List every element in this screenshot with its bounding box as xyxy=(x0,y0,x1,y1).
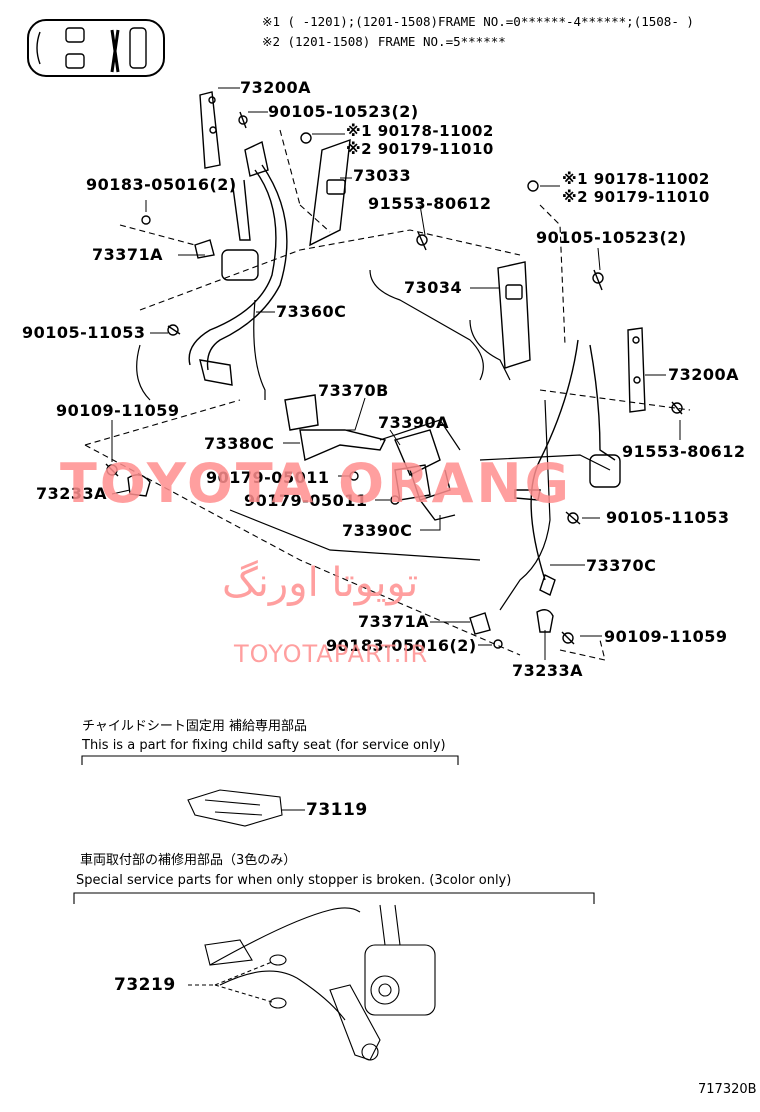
part-label-90179-11010-top[interactable]: ※2 90179-11010 xyxy=(346,140,494,158)
part-label-90109-11059-right[interactable]: 90109-11059 xyxy=(604,627,728,646)
part-label-73370b[interactable]: 73370B xyxy=(318,381,389,400)
car-top-view-icon xyxy=(27,19,165,77)
part-label-90109-11059-left[interactable]: 90109-11059 xyxy=(56,401,180,420)
part-label-90179-05011-a[interactable]: 90179-05011 xyxy=(206,468,330,487)
part-label-90179-11010-right[interactable]: ※2 90179-11010 xyxy=(562,188,710,206)
watermark-site: TOYOTAPART.IR xyxy=(234,640,429,668)
child-section-title-en: This is a part for fixing child safty se… xyxy=(82,738,446,753)
part-label-91553-80612-right[interactable]: 91553-80612 xyxy=(622,442,746,461)
part-label-90105-11053-left[interactable]: 90105-11053 xyxy=(22,323,146,342)
part-label-73390c[interactable]: 73390C xyxy=(342,521,413,540)
right-retractor xyxy=(514,327,646,596)
part-label-90105-11053-right[interactable]: 90105-11053 xyxy=(606,508,730,527)
part-label-73380c[interactable]: 73380C xyxy=(204,434,275,453)
part-label-73370c[interactable]: 73370C xyxy=(586,556,657,575)
part-label-90178-11002-top[interactable]: ※1 90178-11002 xyxy=(346,122,494,140)
part-label-90183-05016-bottom[interactable]: 90183-05016(2) xyxy=(326,636,477,655)
frame-note-2: ※2 (1201-1508) FRAME NO.=5****** xyxy=(262,34,506,49)
stopper-section-bracket xyxy=(73,892,595,1061)
stopper-section-title-en: Special service parts for when only stop… xyxy=(76,873,512,888)
part-label-73219[interactable]: 73219 xyxy=(114,975,176,995)
part-label-90105-10523-top[interactable]: 90105-10523(2) xyxy=(268,102,419,121)
part-label-73360c[interactable]: 73360C xyxy=(276,302,347,321)
pillar-covers xyxy=(309,138,531,369)
child-section-title-jp: チャイルドシート固定用 補給専用部品 xyxy=(82,719,308,734)
part-label-90178-11002-right[interactable]: ※1 90178-11002 xyxy=(562,170,710,188)
left-retractor xyxy=(188,91,288,386)
part-label-73119[interactable]: 73119 xyxy=(306,800,368,820)
hardware xyxy=(105,111,683,649)
part-label-90179-05011-b[interactable]: 90179-05011 xyxy=(244,491,368,510)
part-label-90105-10523-right[interactable]: 90105-10523(2) xyxy=(536,228,687,247)
part-label-90183-05016-top[interactable]: 90183-05016(2) xyxy=(86,175,237,194)
stopper-section-title-jp: 車両取付部の補修用部品（3色のみ） xyxy=(80,853,297,868)
child-section-bracket xyxy=(81,755,459,827)
seat-back-outline xyxy=(136,269,611,611)
leader-lines xyxy=(111,87,681,660)
part-label-73033[interactable]: 73033 xyxy=(353,166,412,185)
part-label-73390a[interactable]: 73390A xyxy=(378,413,450,432)
part-label-73034[interactable]: 73034 xyxy=(404,278,463,297)
part-label-73371a-bottom[interactable]: 73371A xyxy=(358,612,430,631)
watermark-arabic: تویوتا اورنگ xyxy=(222,560,419,606)
part-label-73233a-left[interactable]: 73233A xyxy=(36,484,108,503)
part-label-91553-80612-top[interactable]: 91553-80612 xyxy=(368,194,492,213)
watermark-main: TOYOTA ORANG xyxy=(60,452,572,515)
part-label-73200a-right[interactable]: 73200A xyxy=(668,365,740,384)
part-label-73371a-top[interactable]: 73371A xyxy=(92,245,164,264)
frame-note-1: ※1 ( -1201);(1201-1508)FRAME NO.=0******… xyxy=(262,14,694,29)
part-label-73200a-top[interactable]: 73200A xyxy=(240,78,312,97)
floor-outline xyxy=(84,129,691,661)
part-label-73233a-bottom[interactable]: 73233A xyxy=(512,661,584,680)
diagram-id: 717320B xyxy=(698,1082,757,1097)
